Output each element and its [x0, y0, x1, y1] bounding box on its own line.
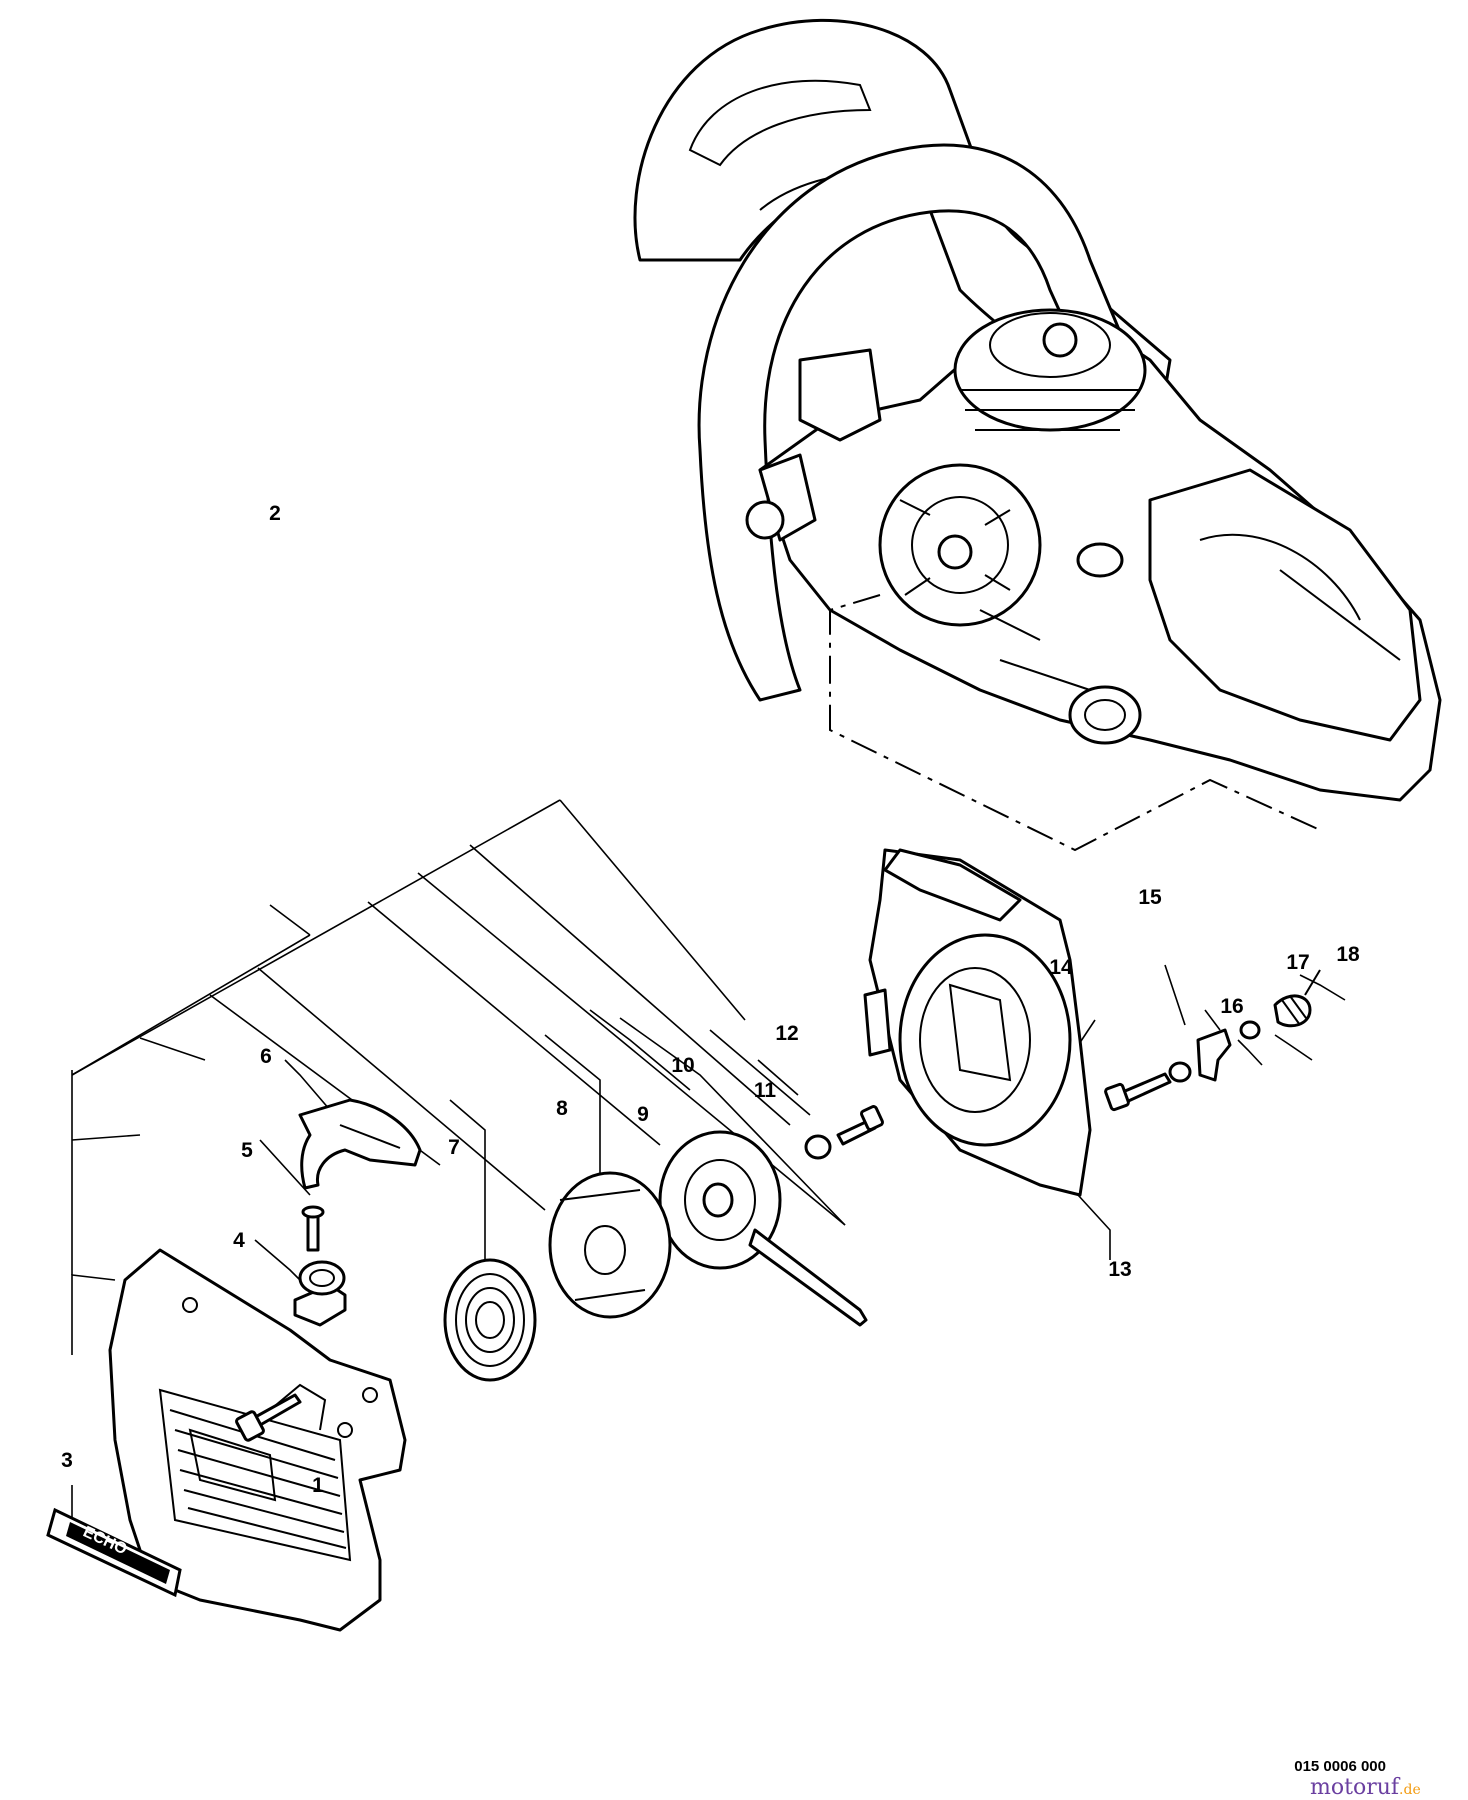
- callout-18: 18: [1336, 943, 1360, 966]
- callout-4: 4: [233, 1229, 245, 1252]
- watermark-suffix: .de: [1399, 1782, 1421, 1798]
- callout-6: 6: [260, 1045, 272, 1068]
- callout-3: 3: [61, 1449, 73, 1472]
- part-7-recoil-spring: [443, 1258, 537, 1382]
- part-6-starter-handle: [298, 1098, 422, 1190]
- part-9-pulley: [658, 1130, 868, 1327]
- callout-13: 13: [1108, 1258, 1131, 1281]
- callout-17: 17: [1286, 951, 1309, 974]
- part-16-pawl: [1196, 1028, 1232, 1082]
- watermark: motoruf.de: [1310, 1775, 1421, 1800]
- callout-9: 9: [637, 1103, 649, 1126]
- part-15-washer: [1168, 1061, 1192, 1083]
- callout-7: 7: [448, 1136, 460, 1159]
- part-1-bolt: [235, 1393, 302, 1442]
- callout-labels: 1 2 3 4 5 6 7 8 9 10 11 12 13 14 15 16 1…: [61, 502, 1360, 1497]
- part-17-washer: [1239, 1020, 1261, 1040]
- part-4-rope-guide: [293, 1260, 347, 1327]
- watermark-name: motoruf: [1310, 1775, 1401, 1800]
- callout-15: 15: [1138, 886, 1162, 909]
- callout-16: 16: [1220, 995, 1243, 1018]
- part-13-starter-housing: [863, 848, 1092, 1197]
- part-11-washer: [804, 1134, 832, 1160]
- callout-14: 14: [1049, 956, 1073, 979]
- leader-lines: [71, 799, 1346, 1540]
- chainsaw-body-illustration: [633, 18, 1442, 852]
- callout-10: 10: [671, 1054, 694, 1077]
- part-5-screw: [301, 1205, 325, 1252]
- callout-1: 1: [312, 1474, 324, 1497]
- part-8-spring-case: [548, 1171, 672, 1319]
- callout-8: 8: [556, 1097, 568, 1120]
- part-12-bolt: [836, 1105, 884, 1146]
- callout-5: 5: [241, 1139, 253, 1162]
- part-18-spring: [1273, 969, 1321, 1028]
- callout-2: 2: [269, 502, 281, 525]
- callout-11: 11: [754, 1079, 777, 1102]
- drawing-number: 015 0006 000: [1294, 1758, 1386, 1775]
- part-14-bolt: [1104, 1072, 1172, 1112]
- callout-12: 12: [775, 1022, 798, 1045]
